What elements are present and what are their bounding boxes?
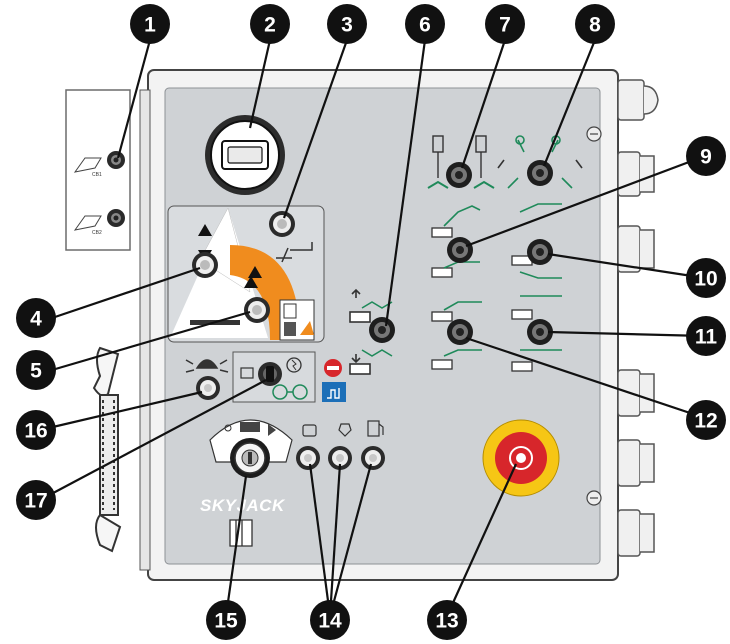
- callout-16-number: 16: [24, 420, 47, 443]
- boom-up-down-icons: [349, 288, 393, 375]
- leader-line-14a: [308, 463, 332, 617]
- leader-line-14c: [328, 463, 373, 617]
- jib-icons: [431, 205, 482, 370]
- callout-15-number: 15: [214, 610, 238, 633]
- callout-1: 1: [130, 4, 170, 44]
- callout-14: 14: [310, 600, 350, 640]
- no-symbol-icon: [324, 359, 342, 377]
- outrigger-right-icons: [497, 135, 583, 189]
- callout-1-number: 1: [144, 14, 156, 37]
- callout-2: 2: [250, 4, 290, 44]
- tilt-alarm-icon: [185, 359, 229, 373]
- callout-4-number: 4: [30, 308, 42, 331]
- callout-9-number: 9: [700, 146, 712, 169]
- drive-speed-button[interactable]: [244, 297, 270, 323]
- platform-rotate-icons: [511, 203, 562, 372]
- callout-5-number: 5: [30, 360, 42, 383]
- leader-line-4: [51, 266, 201, 320]
- callout-12-number: 12: [694, 410, 717, 433]
- callout-15: 15: [206, 600, 246, 640]
- leader-line-5: [51, 310, 251, 372]
- port-cb2: CB2: [73, 209, 125, 236]
- tilt-alarm-light: [196, 376, 220, 400]
- latch-handle: [92, 346, 122, 553]
- port-cb2-label: CB2: [92, 230, 102, 236]
- leader-line-12: [465, 336, 706, 420]
- leader-line-3: [282, 39, 349, 219]
- oil-pressure-light: [328, 446, 352, 470]
- jib-swing-switch[interactable]: [447, 319, 473, 345]
- callout-11-number: 11: [695, 326, 718, 349]
- callout-markers: 1 2 3 4 5 6 7 8 9 10 11 12 13 14 15 16 1…: [16, 4, 726, 640]
- callout-11: 11: [686, 316, 726, 356]
- callout-13: 13: [427, 600, 467, 640]
- callout-7-number: 7: [499, 14, 511, 37]
- boom-toggle-switch[interactable]: [369, 317, 395, 343]
- callout-13-number: 13: [435, 610, 458, 633]
- hour-meter-window: [205, 115, 285, 195]
- port-cb1-label: CB1: [92, 172, 102, 178]
- low-fuel-light: [361, 446, 385, 470]
- lift-drive-decal: [167, 205, 325, 343]
- manual-holder-icon: [229, 519, 253, 547]
- callout-7: 7: [485, 4, 525, 44]
- leader-line-6: [384, 39, 427, 327]
- jib-raise-lower-switch[interactable]: [447, 237, 473, 263]
- leader-line-1: [116, 39, 152, 159]
- outrigger-right-switch[interactable]: [527, 160, 553, 186]
- platform-rotate-switch[interactable]: [527, 319, 553, 345]
- leader-line-9: [465, 154, 706, 248]
- leader-line-17: [39, 379, 267, 501]
- leader-line-15: [224, 475, 248, 617]
- outrigger-left-icons: [427, 135, 495, 189]
- callout-3-number: 3: [341, 14, 353, 37]
- outrigger-left-switch[interactable]: [446, 162, 472, 188]
- callout-8: 8: [575, 4, 615, 44]
- side-port-panel: CB1 CB2: [65, 89, 131, 251]
- platform-icon: [276, 242, 313, 263]
- callout-4: 4: [16, 298, 56, 338]
- callout-17: 17: [16, 480, 56, 520]
- manual-icon: [322, 382, 346, 402]
- leader-line-14b: [328, 463, 342, 617]
- callout-9: 9: [686, 136, 726, 176]
- emergency-stop-button[interactable]: [482, 419, 560, 497]
- callout-14-number: 14: [318, 610, 342, 633]
- leader-line-2: [248, 39, 272, 129]
- leader-line-10: [547, 252, 706, 280]
- callout-10: 10: [686, 258, 726, 298]
- key-switch[interactable]: [230, 438, 270, 478]
- lift-speed-button[interactable]: [192, 252, 218, 278]
- callout-5: 5: [16, 350, 56, 390]
- callout-12: 12: [686, 400, 726, 440]
- callout-10-number: 10: [694, 268, 717, 291]
- engine-temp-light: [296, 446, 320, 470]
- callout-17-number: 17: [24, 490, 47, 513]
- port-cb1: CB1: [73, 151, 125, 178]
- callout-2-number: 2: [264, 14, 276, 37]
- callout-16: 16: [16, 410, 56, 450]
- platform-level-switch[interactable]: [527, 239, 553, 265]
- callout-3: 3: [327, 4, 367, 44]
- leader-line-16: [39, 390, 203, 432]
- leader-line-11: [547, 330, 706, 338]
- leader-line-7: [460, 39, 507, 169]
- callout-6: 6: [405, 4, 445, 44]
- callout-6-number: 6: [419, 14, 431, 37]
- platform-control-button[interactable]: [269, 211, 295, 237]
- cable-gland-group: [617, 79, 659, 557]
- callout-8-number: 8: [589, 14, 601, 37]
- indicator-icons: [302, 420, 384, 437]
- leader-line-13: [445, 463, 518, 617]
- leader-line-8: [542, 39, 597, 167]
- leader-lines: [39, 39, 706, 617]
